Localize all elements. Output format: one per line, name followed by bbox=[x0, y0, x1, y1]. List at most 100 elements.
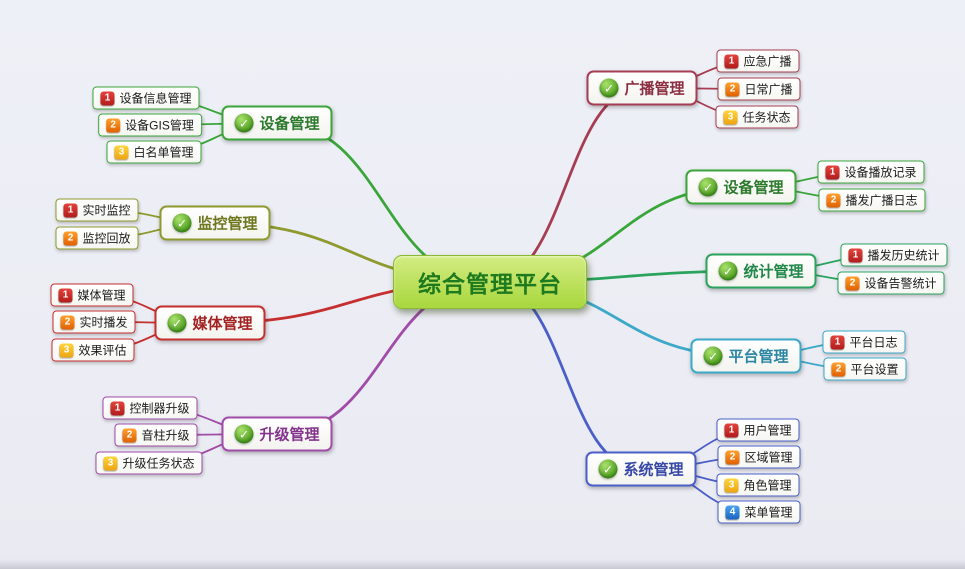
leaf-item-upgrade-mgmt-2[interactable]: 2 音柱升级 bbox=[114, 423, 198, 447]
leaf-item-label: 日常广播 bbox=[744, 82, 793, 97]
leaf-item-media-mgmt-3[interactable]: 3 效果评估 bbox=[51, 338, 135, 362]
leaf-item-label: 设备信息管理 bbox=[119, 91, 192, 106]
leaf-item-label: 区域管理 bbox=[744, 450, 793, 465]
item-number-badge: 2 bbox=[60, 315, 75, 329]
leaf-item-label: 播发历史统计 bbox=[867, 248, 940, 263]
check-icon: ✓ bbox=[599, 78, 619, 98]
leaf-item-label: 实时监控 bbox=[82, 203, 131, 218]
leaf-item-platform-mgmt-2[interactable]: 2 平台设置 bbox=[823, 357, 907, 381]
leaf-item-label: 设备播放记录 bbox=[844, 165, 917, 180]
item-number-badge: 3 bbox=[724, 478, 739, 492]
item-number-badge: 1 bbox=[58, 288, 73, 302]
leaf-item-system-mgmt-3[interactable]: 3 角色管理 bbox=[716, 473, 800, 497]
item-number-badge: 1 bbox=[825, 165, 840, 179]
branch-node-device-mgmt-left[interactable]: ✓设备管理 bbox=[221, 105, 333, 141]
leaf-item-media-mgmt-1[interactable]: 1 媒体管理 bbox=[50, 283, 134, 307]
connector-curve bbox=[488, 280, 643, 471]
leaf-item-label: 设备告警统计 bbox=[864, 276, 937, 291]
check-icon: ✓ bbox=[703, 346, 723, 366]
leaf-item-broadcast-mgmt-3[interactable]: 3 任务状态 bbox=[715, 105, 799, 129]
check-icon: ✓ bbox=[172, 213, 192, 233]
leaf-item-label: 平台日志 bbox=[849, 335, 898, 350]
leaf-item-monitor-mgmt-1[interactable]: 1 实时监控 bbox=[55, 198, 139, 222]
leaf-item-label: 控制器升级 bbox=[129, 401, 190, 416]
check-icon: ✓ bbox=[234, 424, 254, 444]
leaf-item-label: 菜单管理 bbox=[744, 505, 793, 520]
leaf-item-label: 实时播发 bbox=[79, 315, 128, 330]
leaf-item-upgrade-mgmt-1[interactable]: 1 控制器升级 bbox=[102, 396, 198, 420]
bottom-shadow bbox=[0, 559, 965, 569]
item-number-badge: 1 bbox=[830, 335, 845, 349]
leaf-item-label: 平台设置 bbox=[850, 362, 899, 377]
leaf-item-label: 媒体管理 bbox=[77, 288, 126, 303]
item-number-badge: 1 bbox=[63, 203, 78, 217]
leaf-item-label: 设备GIS管理 bbox=[125, 118, 194, 133]
leaf-item-device-mgmt-right-1[interactable]: 1 设备播放记录 bbox=[817, 160, 925, 184]
leaf-item-label: 角色管理 bbox=[743, 478, 792, 493]
item-number-badge: 2 bbox=[725, 450, 740, 464]
branch-node-stats-mgmt[interactable]: ✓ 统计管理 bbox=[705, 253, 817, 289]
branch-node-label: 广播管理 bbox=[624, 80, 685, 98]
check-icon: ✓ bbox=[718, 261, 738, 281]
leaf-item-system-mgmt-1[interactable]: 1 用户管理 bbox=[716, 418, 800, 442]
item-number-badge: 4 bbox=[725, 505, 740, 519]
leaf-item-label: 白名单管理 bbox=[133, 145, 194, 160]
item-number-badge: 2 bbox=[122, 428, 137, 442]
item-number-badge: 2 bbox=[831, 362, 846, 376]
item-number-badge: 2 bbox=[845, 276, 860, 290]
leaf-item-device-mgmt-left-1[interactable]: 1 设备信息管理 bbox=[92, 86, 200, 110]
branch-node-platform-mgmt[interactable]: ✓ 平台管理 bbox=[690, 338, 802, 374]
branch-node-media-mgmt[interactable]: ✓ 媒体管理 bbox=[154, 305, 266, 341]
item-number-badge: 1 bbox=[724, 54, 739, 68]
item-number-badge: 1 bbox=[848, 248, 863, 262]
leaf-item-broadcast-mgmt-1[interactable]: 1 应急广播 bbox=[716, 49, 800, 73]
branch-node-label: 统计管理 bbox=[743, 263, 804, 281]
leaf-item-label: 音柱升级 bbox=[141, 428, 190, 443]
leaf-item-label: 升级任务状态 bbox=[122, 456, 195, 471]
leaf-item-platform-mgmt-1[interactable]: 1 平台日志 bbox=[822, 330, 906, 354]
check-icon: ✓ bbox=[698, 177, 718, 197]
branch-node-monitor-mgmt[interactable]: ✓ 监控管理 bbox=[159, 205, 271, 241]
item-number-badge: 2 bbox=[725, 82, 740, 96]
branch-node-upgrade-mgmt[interactable]: ✓ 升级管理 bbox=[221, 416, 333, 452]
branch-node-device-mgmt-right[interactable]: ✓ 设备管理 bbox=[685, 169, 797, 205]
leaf-item-media-mgmt-2[interactable]: 2 实时播发 bbox=[52, 310, 136, 334]
branch-node-label: 媒体管理 bbox=[192, 315, 253, 333]
item-number-badge: 3 bbox=[114, 145, 129, 159]
item-number-badge: 2 bbox=[106, 118, 121, 132]
leaf-item-label: 效果评估 bbox=[78, 343, 127, 358]
branch-node-label: 平台管理 bbox=[728, 348, 789, 366]
leaf-item-stats-mgmt-2[interactable]: 2 设备告警统计 bbox=[837, 271, 945, 295]
item-number-badge: 3 bbox=[723, 110, 738, 124]
leaf-item-system-mgmt-2[interactable]: 2 区域管理 bbox=[717, 445, 801, 469]
branch-node-broadcast-mgmt[interactable]: ✓ 广播管理 bbox=[586, 70, 698, 106]
check-icon: ✓ bbox=[167, 313, 187, 333]
connector-curve bbox=[488, 86, 644, 284]
center-node[interactable]: 综合管理平台 bbox=[393, 255, 587, 309]
branch-node-label: 设备管理 bbox=[723, 179, 784, 197]
branch-node-label: 系统管理 bbox=[623, 461, 684, 479]
branch-node-system-mgmt[interactable]: ✓系统管理 bbox=[585, 451, 697, 487]
leaf-item-broadcast-mgmt-2[interactable]: 2 日常广播 bbox=[717, 77, 801, 101]
leaf-item-stats-mgmt-1[interactable]: 1 播发历史统计 bbox=[840, 243, 948, 267]
leaf-item-label: 播发广播日志 bbox=[845, 193, 918, 208]
item-number-badge: 1 bbox=[724, 423, 739, 437]
leaf-item-label: 任务状态 bbox=[742, 110, 791, 125]
item-number-badge: 1 bbox=[110, 401, 125, 415]
branch-node-label: 设备管理 bbox=[259, 115, 320, 133]
branch-node-label: 升级管理 bbox=[259, 426, 320, 444]
leaf-item-label: 应急广播 bbox=[743, 54, 792, 69]
center-node-label: 综合管理平台 bbox=[418, 271, 562, 297]
item-number-badge: 2 bbox=[63, 231, 78, 245]
leaf-item-label: 用户管理 bbox=[743, 423, 792, 438]
branch-node-label: 监控管理 bbox=[197, 215, 258, 233]
item-number-badge: 1 bbox=[100, 91, 115, 105]
leaf-item-system-mgmt-4[interactable]: 4 菜单管理 bbox=[717, 500, 801, 524]
leaf-item-device-mgmt-left-3[interactable]: 3 白名单管理 bbox=[106, 140, 202, 164]
leaf-item-device-mgmt-left-2[interactable]: 2 设备GIS管理 bbox=[98, 113, 202, 137]
item-number-badge: 3 bbox=[59, 343, 74, 357]
